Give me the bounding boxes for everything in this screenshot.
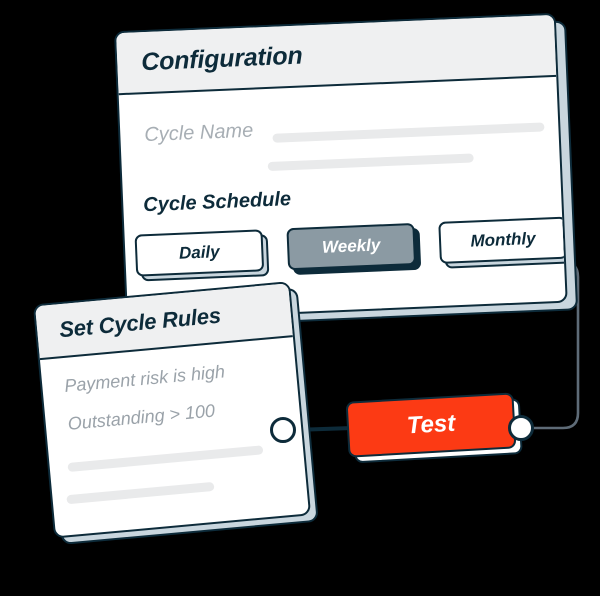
connector-port-right[interactable] (508, 415, 534, 441)
connector-port-left[interactable] (270, 417, 296, 443)
illustration-canvas: Configuration Cycle Name Cycle Schedule … (32, 12, 580, 545)
test-button[interactable]: Test (345, 392, 517, 458)
